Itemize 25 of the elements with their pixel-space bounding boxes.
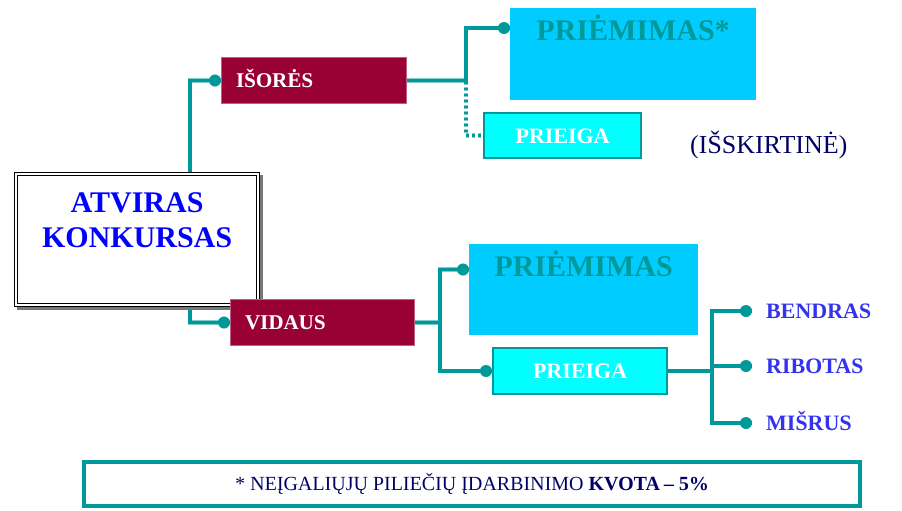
connector-line [407,22,510,82]
node-label: PRIĖMIMAS* [536,14,730,48]
process-box [510,8,756,100]
node-label: BENDRAS [766,298,872,324]
node-label: IŠORĖS [236,68,314,93]
footnote-box [82,460,862,508]
connector-line [188,74,221,172]
node-label: RIBOTAS [766,353,864,379]
category-box [221,57,407,104]
node-label: PRIĖMIMAS [494,250,673,284]
title-box [14,172,260,307]
node-label: MIŠRUS [766,410,852,436]
process-box [469,244,698,335]
connector-line [668,369,752,429]
node-label: ATVIRAS KONKURSAS [40,186,234,255]
process-box [492,347,668,395]
connector-line [188,307,230,328]
process-box [483,112,642,159]
connector-line [407,78,483,138]
node-label: PRIEIGA [515,122,610,148]
category-box [230,299,415,346]
node-label: PRIEIGA [532,358,628,384]
node-label: VIDAUS [245,310,326,335]
note-text: (IŠSKIRTINĖ) [690,130,848,160]
footnote-text: * NEĮGALIŲJŲ PILIEČIŲ ĮDARBINIMO KVOTA – 5% [235,472,709,496]
